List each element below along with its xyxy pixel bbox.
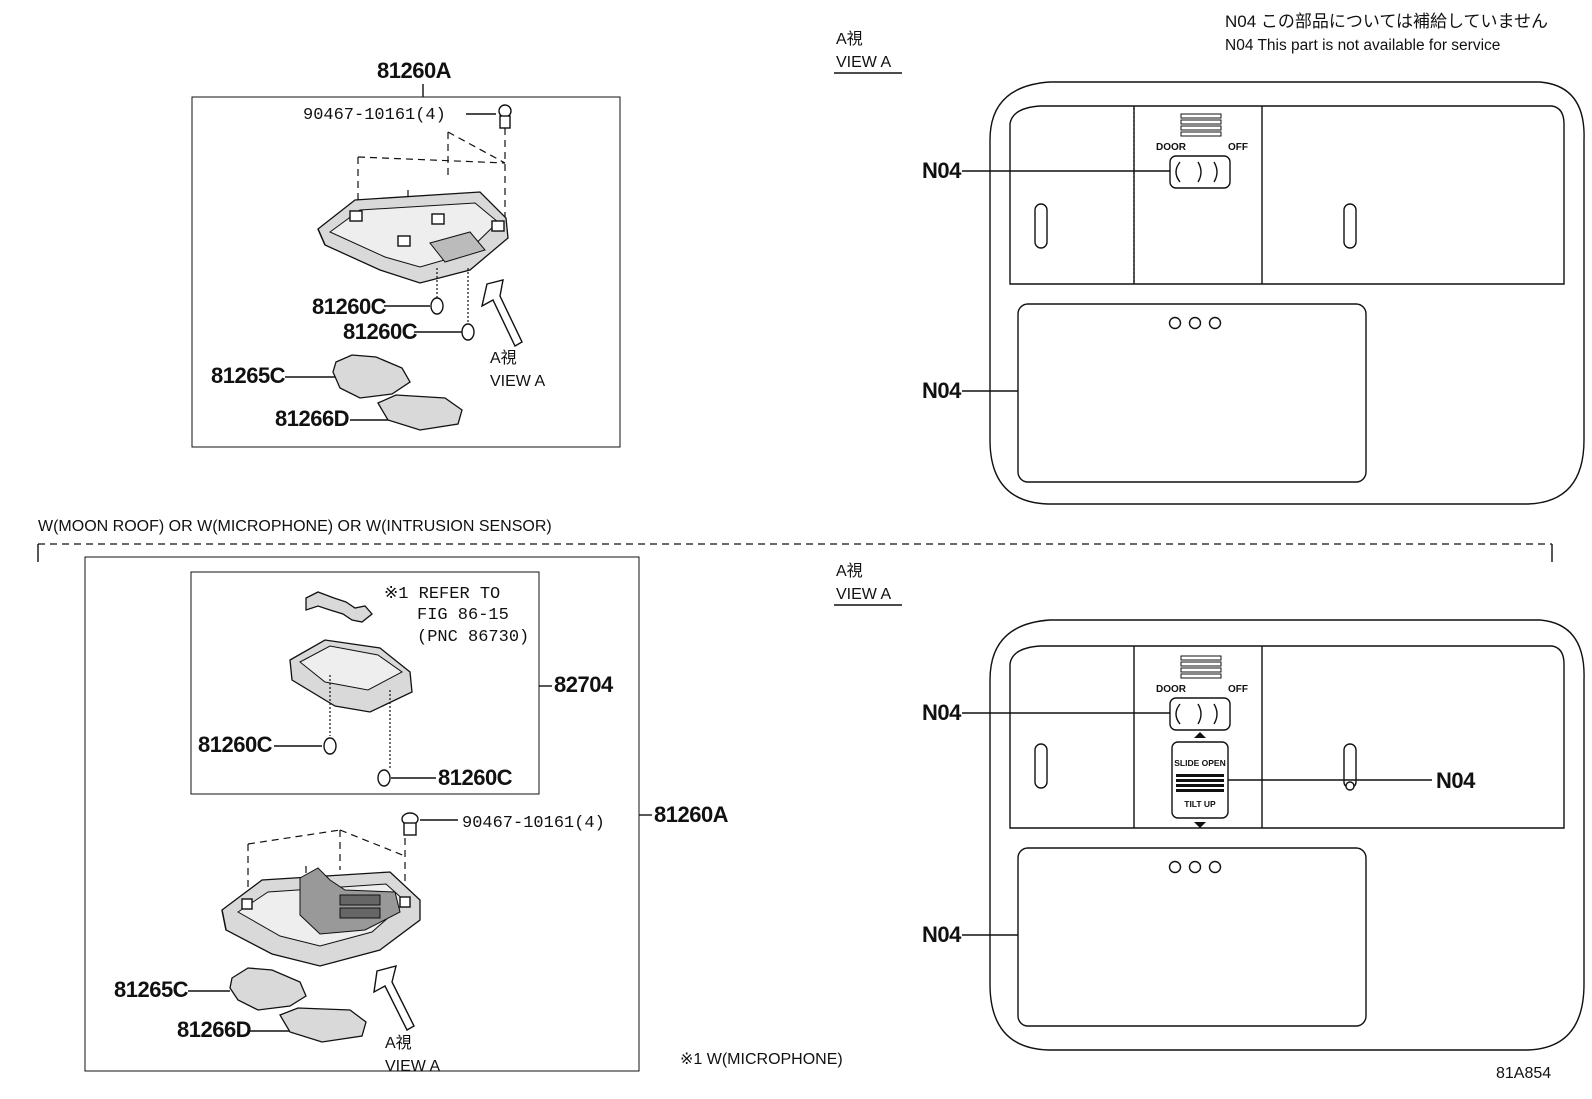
condition-label: W(MOON ROOF) OR W(MICROPHONE) OR W(INTRU…	[38, 518, 552, 535]
bottom-storage-panel	[1017, 847, 1367, 1027]
bottom-view-a-title-jp: A視	[836, 562, 863, 580]
top-assembly-frame	[191, 96, 621, 448]
bottom-housing-shape	[221, 867, 421, 967]
top-switch-right: OFF	[1228, 142, 1248, 153]
bottom-lens2-label: 81266D	[177, 1017, 251, 1042]
top-storage-panel	[1017, 303, 1367, 483]
top-bolt-label: 90467-10161(4)	[303, 106, 446, 125]
top-clip1-label: 81260C	[312, 294, 387, 319]
top-clip2-icon	[461, 323, 475, 341]
note-en: N04 This part is not available for servi…	[1225, 37, 1500, 54]
bottom-callout-panel: N04	[922, 922, 962, 947]
bottom-clip2-icon	[377, 769, 391, 787]
bottom-door-switch-icon[interactable]	[1169, 697, 1231, 731]
bottom-lens1-icon	[229, 967, 307, 1011]
roof-switch-top-label: SLIDE OPEN	[1174, 758, 1225, 768]
top-clip2-label: 81260C	[343, 319, 418, 344]
top-housing-shape	[317, 191, 509, 284]
top-assembly-label: 81260A	[377, 58, 452, 83]
top-bolt-icon	[498, 104, 512, 129]
bottom-lamp-area	[1009, 645, 1565, 829]
bottom-subassembly-frame	[190, 571, 540, 795]
top-callout-switch: N04	[922, 158, 962, 183]
top-door-switch-icon[interactable]	[1169, 155, 1231, 189]
bottom-view-a-title-en: VIEW A	[836, 586, 891, 603]
bottom-view-arrow-icon	[373, 965, 415, 1031]
bottom-clip2-label: 81260C	[438, 765, 513, 790]
refer-line3: (PNC 86730)	[417, 628, 529, 647]
moon-roof-switch-icon[interactable]	[1171, 732, 1229, 828]
top-view-en: VIEW A	[490, 373, 545, 390]
bottom-assembly-group: ※1 REFER TO FIG 86-15 (PNC 86730) 82704 …	[84, 556, 729, 1075]
bottom-clip1-label: 81260C	[198, 732, 273, 757]
bottom-view-en: VIEW A	[385, 1058, 440, 1075]
top-lens2-icon	[377, 394, 463, 431]
top-right-lamp-icon	[1343, 203, 1357, 249]
bottom-view-a-group: A視 VIEW A DOOR OFF	[834, 562, 1585, 1051]
bottom-assembly-label: 81260A	[654, 802, 729, 827]
top-vent-icon	[1180, 113, 1222, 137]
top-left-lamp-icon	[1034, 203, 1048, 249]
bottom-vent-icon	[1180, 655, 1222, 679]
bottom-callout-switch: N04	[922, 700, 962, 725]
refer-line1: ※1 REFER TO	[384, 585, 500, 604]
roof-switch-bottom-label: TILT UP	[1184, 799, 1216, 809]
top-lamp-area	[1009, 105, 1565, 285]
bottom-bolt-label: 90467-10161(4)	[462, 814, 605, 833]
top-switch-left: DOOR	[1156, 142, 1187, 153]
sub-assembly-label: 82704	[554, 672, 614, 697]
bottom-assembly-frame	[84, 556, 640, 1072]
top-lens1-icon	[332, 354, 411, 399]
top-view-jp: A視	[490, 349, 517, 367]
bottom-bolt-icon	[401, 812, 419, 836]
figure-code: 81A854	[1496, 1065, 1551, 1082]
bottom-switch-right: OFF	[1228, 684, 1248, 695]
bottom-lens1-label: 81265C	[114, 977, 189, 1002]
top-view-a-title-jp: A視	[836, 30, 863, 48]
note-jp: N04 この部品については補給していません	[1225, 12, 1548, 31]
microphone-connector-icon	[305, 591, 373, 623]
footnote: ※1 W(MICROPHONE)	[680, 1051, 843, 1068]
top-view-a-group: A視 VIEW A DOOR OFF	[834, 30, 1585, 505]
top-view-arrow-icon	[480, 279, 523, 347]
refer-line2: FIG 86-15	[417, 606, 509, 625]
top-view-a-title-en: VIEW A	[836, 54, 891, 71]
bottom-left-lamp-icon	[1034, 743, 1048, 789]
top-callout-panel: N04	[922, 378, 962, 403]
bottom-switch-left: DOOR	[1156, 684, 1187, 695]
bottom-lens2-icon	[279, 1007, 367, 1043]
top-assembly-group: 81260A 90467-10161(4) 8	[191, 58, 621, 448]
bottom-clip1-icon	[323, 737, 337, 755]
bottom-callout-roof: N04	[1436, 768, 1476, 793]
top-clip1-icon	[430, 297, 444, 315]
top-lens2-label: 81266D	[275, 406, 349, 431]
top-lens1-label: 81265C	[211, 363, 286, 388]
bottom-view-jp: A視	[385, 1034, 412, 1052]
